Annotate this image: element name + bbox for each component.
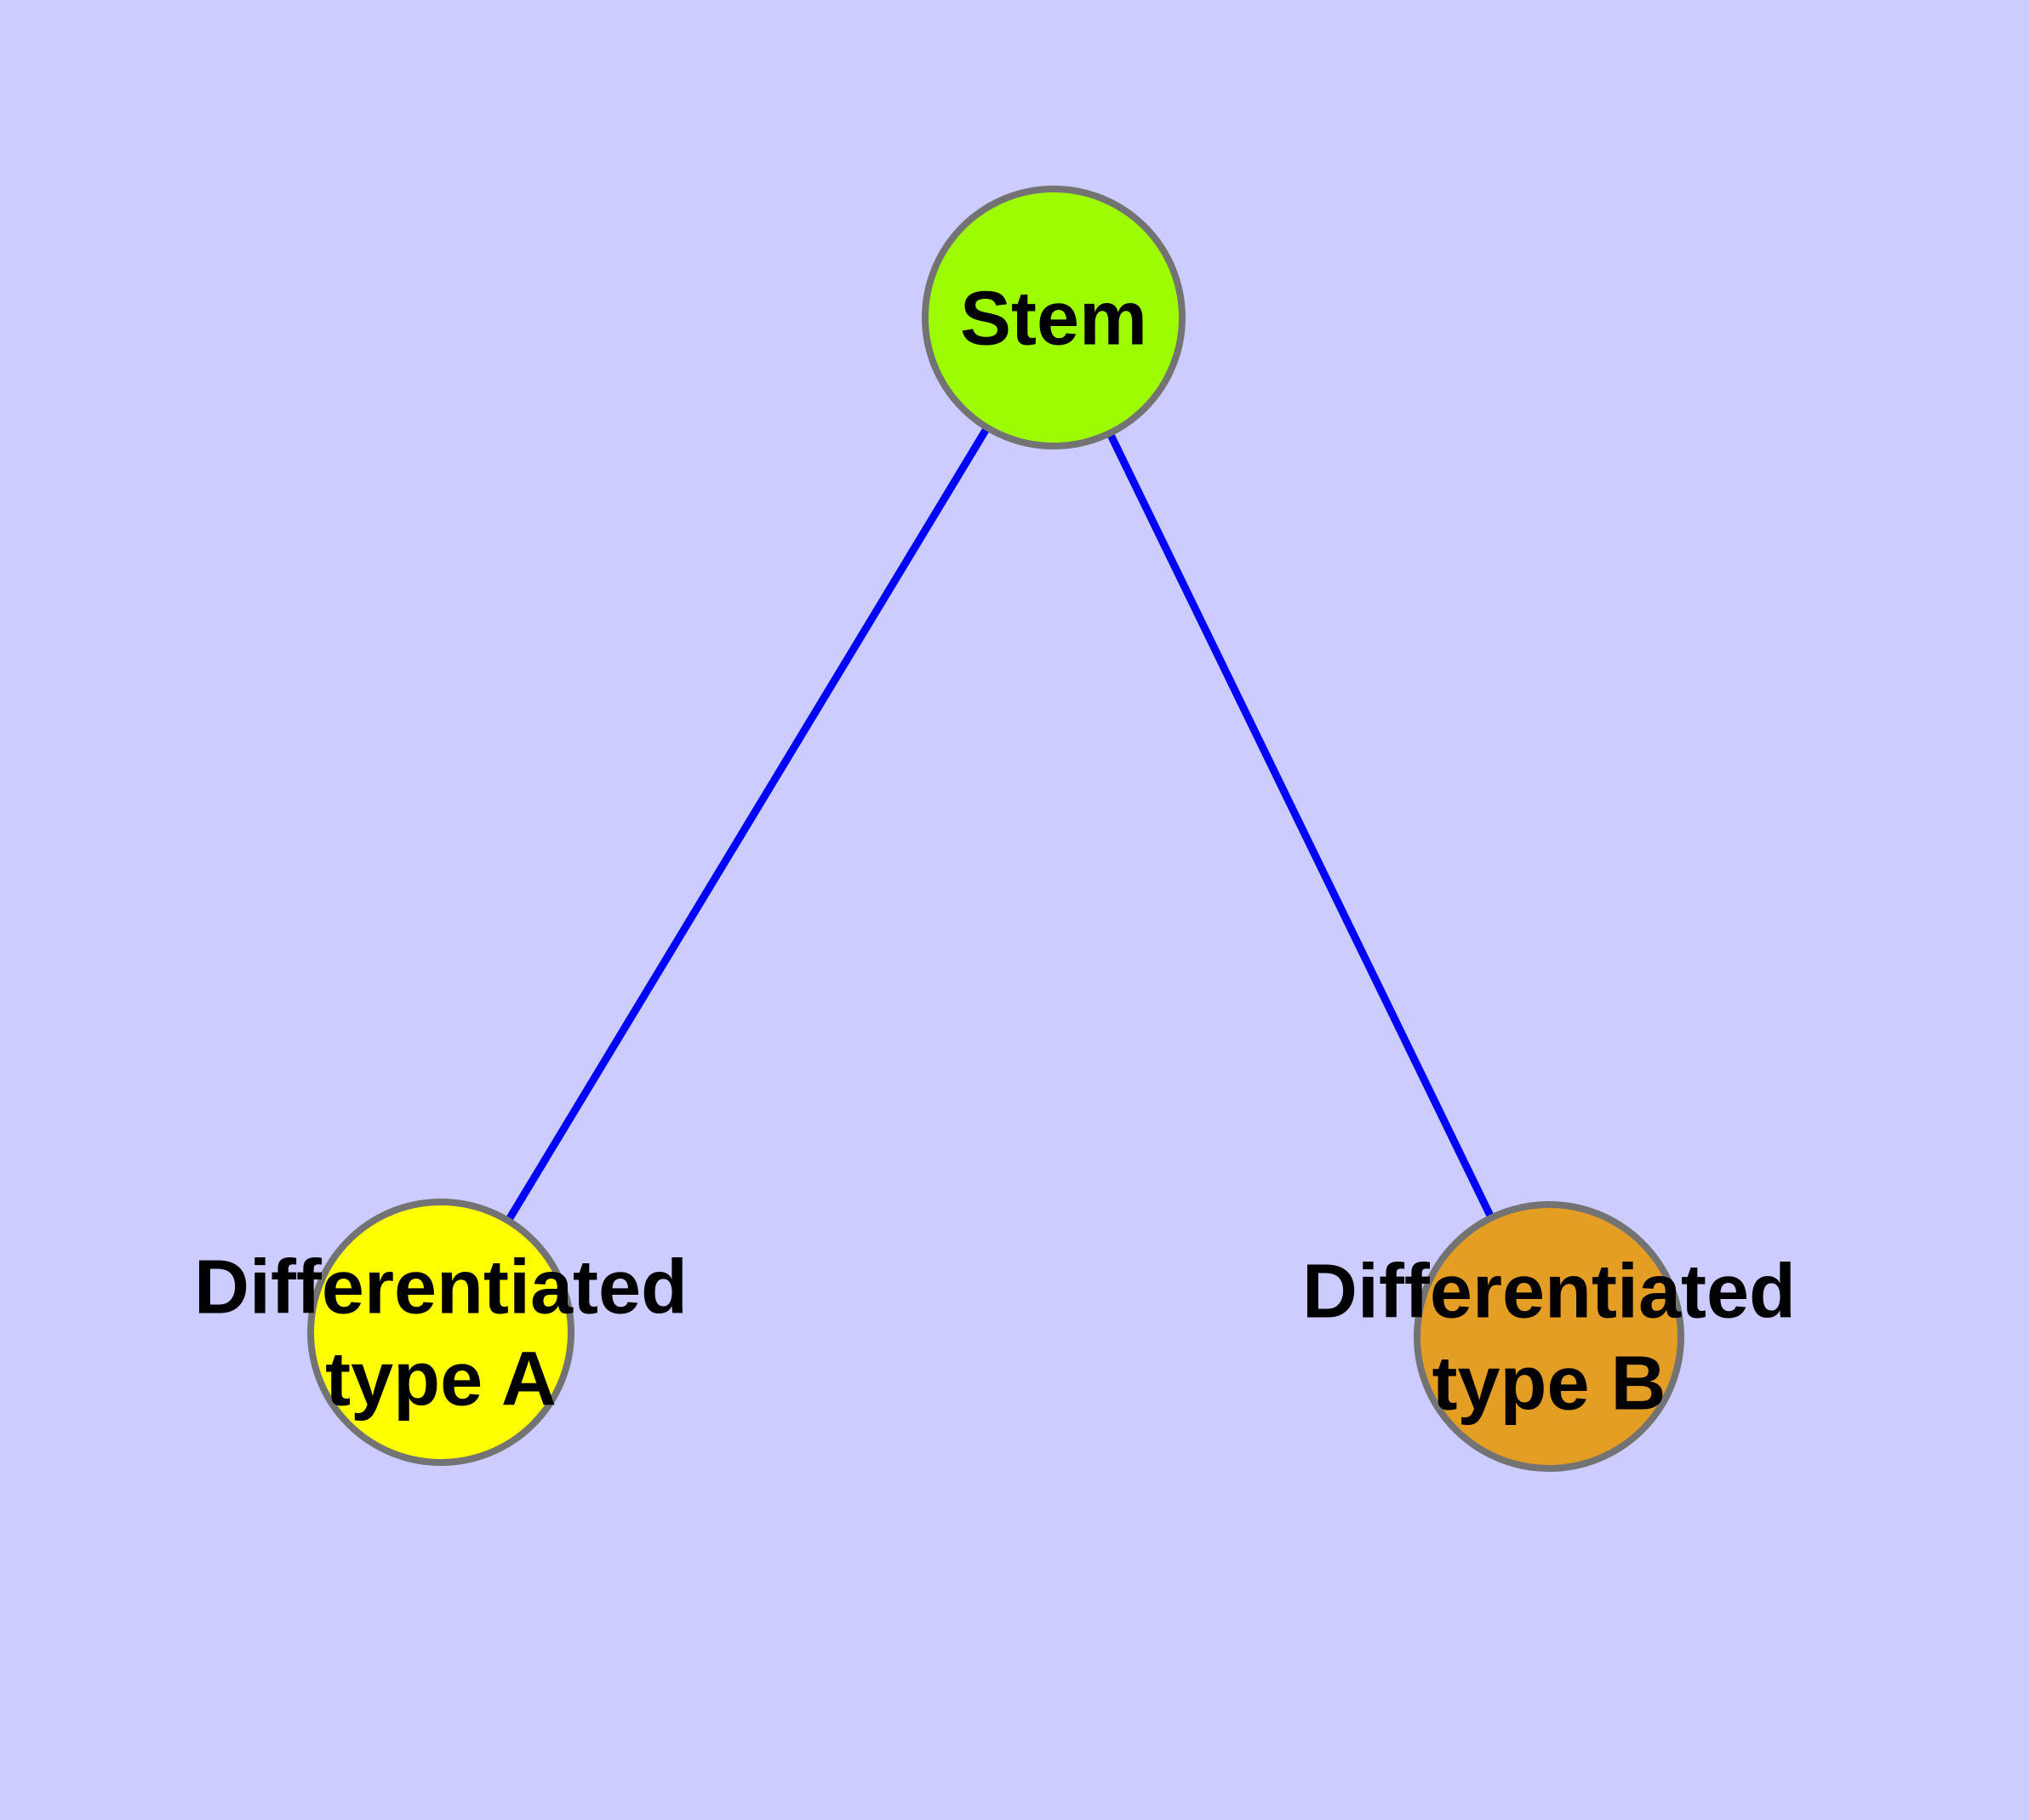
graph-edge-stem-to-diff-b[interactable]	[1106, 432, 1495, 1218]
graph-edge-stem-to-diff-a[interactable]	[506, 426, 990, 1222]
label-line: Differentiated	[194, 1245, 688, 1331]
graph-node-diff_a[interactable]	[307, 1199, 574, 1466]
label-line: Stem	[960, 277, 1147, 362]
edges-layer	[506, 426, 1495, 1222]
label-line: type B	[1432, 1342, 1666, 1427]
nodes-layer	[307, 186, 1684, 1472]
graph-node-stem[interactable]	[922, 186, 1186, 449]
label-line: Differentiated	[1302, 1250, 1796, 1335]
graph-node-label-stem: Stem	[960, 277, 1147, 362]
graph-node-diff_b[interactable]	[1414, 1201, 1684, 1472]
label-line: type A	[325, 1337, 557, 1422]
